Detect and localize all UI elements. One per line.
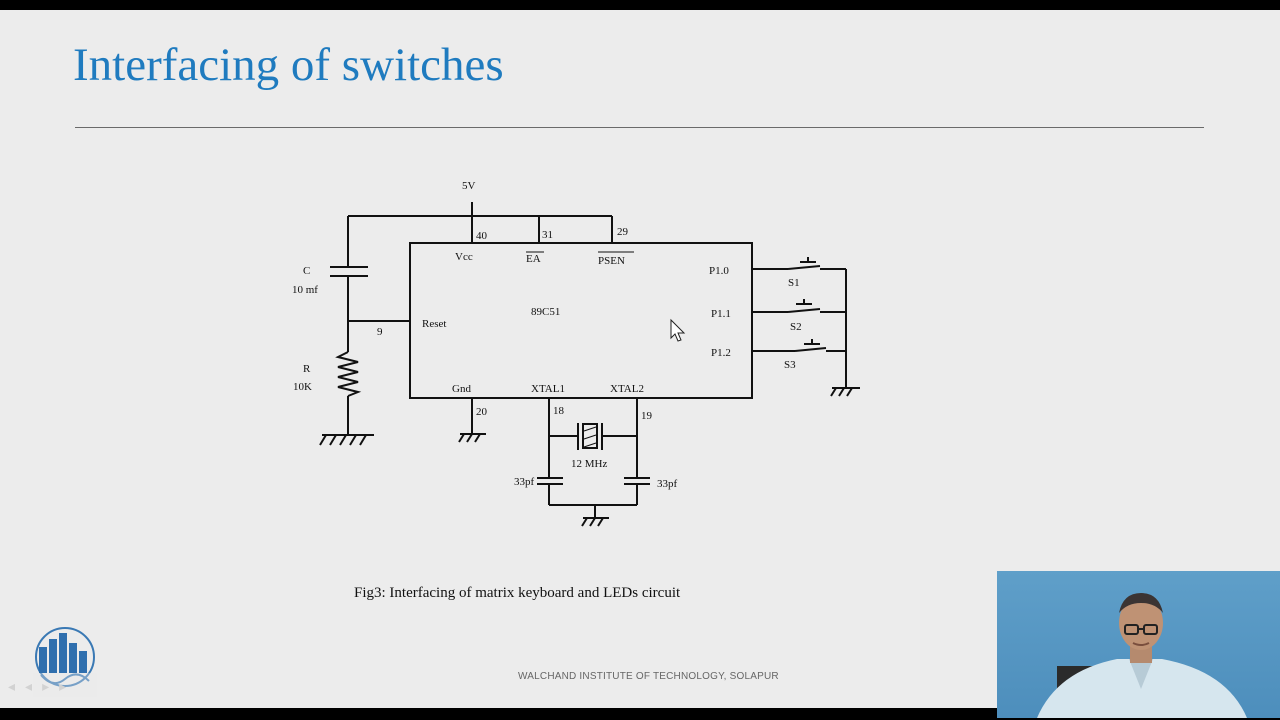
pin-label-vcc: Vcc: [455, 251, 473, 263]
crystal-label: 12 MHz: [571, 458, 607, 470]
pin-label-psen: PSEN: [598, 255, 625, 267]
resistor-name: R: [303, 363, 311, 375]
mouse-cursor-icon: [670, 318, 686, 342]
presenter-figure: [1037, 593, 1247, 718]
slide-nav-controls[interactable]: ◂◂▸▸: [8, 679, 76, 695]
chip-body: [409, 242, 753, 399]
chip-label: 89C51: [531, 306, 560, 318]
presenter-webcam: [997, 571, 1280, 718]
circuit-diagram: 5V 40 31 29 Vcc EA PSEN 89C51 Reset 9 C …: [292, 180, 860, 527]
pin-number-xtal2: 19: [641, 410, 653, 422]
capacitor-value: 10 mf: [292, 284, 318, 296]
title-divider: [75, 127, 1204, 128]
pin-label-xtal1: XTAL1: [531, 383, 565, 395]
resistor-value: 10K: [293, 381, 312, 393]
port-label-p12: P1.2: [711, 347, 731, 359]
slide: Interfacing of switches: [0, 10, 1280, 718]
pin-number-reset: 9: [377, 326, 383, 338]
pin-number-psen: 29: [617, 226, 629, 238]
switch-label-s1: S1: [788, 277, 800, 289]
pin-number-xtal1: 18: [553, 405, 565, 417]
switch-label-s2: S2: [790, 321, 802, 333]
capacitor-name: C: [303, 265, 310, 277]
footer-institution: WALCHAND INSTITUTE OF TECHNOLOGY, SOLAPU…: [518, 671, 779, 682]
pin-label-reset: Reset: [422, 318, 446, 330]
supply-label: 5V: [462, 180, 476, 192]
pin-label-ea: EA: [526, 253, 541, 265]
pin-number-vcc: 40: [476, 230, 488, 242]
pin-label-xtal2: XTAL2: [610, 383, 644, 395]
pin-label-gnd: Gnd: [452, 383, 471, 395]
pin-number-ea: 31: [542, 229, 553, 241]
nav-last-icon[interactable]: ▸: [59, 679, 77, 695]
nav-next-icon[interactable]: ▸: [42, 679, 60, 695]
resistor-zigzag: [335, 351, 362, 397]
slide-title: Interfacing of switches: [73, 39, 504, 91]
crystal-body: [582, 423, 598, 449]
nav-prev-icon[interactable]: ◂: [25, 679, 43, 695]
figure-caption: Fig3: Interfacing of matrix keyboard and…: [354, 585, 681, 601]
switch-label-s3: S3: [784, 359, 796, 371]
nav-first-icon[interactable]: ◂: [8, 679, 26, 695]
port-label-p11: P1.1: [711, 308, 731, 320]
left-capacitor-label: 33pf: [514, 476, 535, 488]
port-label-p10: P1.0: [709, 265, 729, 277]
institute-logo-icon: [33, 627, 97, 697]
right-capacitor-label: 33pf: [657, 478, 678, 490]
pin-number-gnd: 20: [476, 406, 488, 418]
